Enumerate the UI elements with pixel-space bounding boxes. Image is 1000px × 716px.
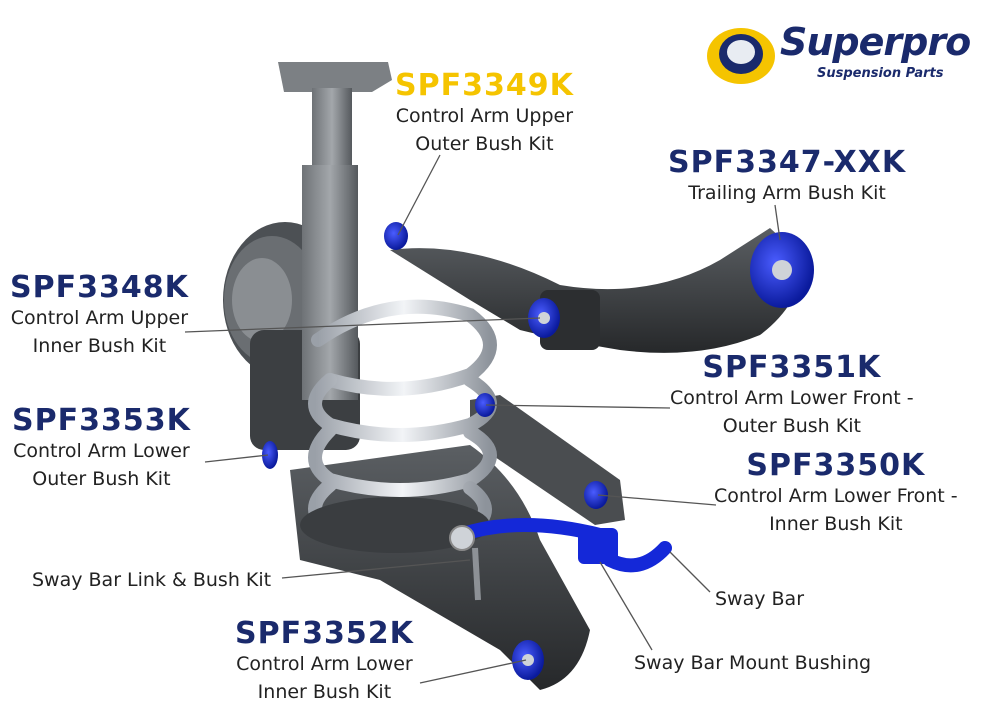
spring-seat bbox=[300, 497, 490, 553]
label-spf3349k: SPF3349K Control Arm Upper Outer Bush Ki… bbox=[395, 70, 574, 158]
part-desc-line1: Control Arm Upper bbox=[395, 105, 574, 127]
piston-emblem-icon bbox=[707, 28, 775, 84]
part-desc-line2: Inner Bush Kit bbox=[257, 681, 392, 703]
label-spf3352k: SPF3352K Control Arm Lower Inner Bush Ki… bbox=[235, 618, 414, 706]
label-spf3350k: SPF3350K Control Arm Lower Front - Inner… bbox=[714, 450, 958, 538]
part-desc-line2: Inner Bush Kit bbox=[32, 335, 167, 357]
part-desc-line2: Inner Bush Kit bbox=[769, 513, 903, 535]
part-code: SPF3353K bbox=[12, 403, 191, 438]
label-spf3347: SPF3347-XXK Trailing Arm Bush Kit bbox=[668, 147, 906, 207]
part-desc-line1: Control Arm Upper bbox=[10, 307, 189, 329]
sway-link-top bbox=[449, 525, 475, 551]
part-code: SPF3349K bbox=[395, 68, 574, 103]
part-desc-line2: Outer Bush Kit bbox=[722, 415, 861, 437]
sway-link-rod bbox=[472, 547, 481, 601]
leader-lines bbox=[184, 154, 781, 684]
label-sway-bar-mount-bushing: Sway Bar Mount Bushing bbox=[634, 652, 872, 674]
label-spf3351k: SPF3351K Control Arm Lower Front - Outer… bbox=[670, 352, 914, 440]
label-spf3353k: SPF3353K Control Arm Lower Outer Bush Ki… bbox=[12, 405, 191, 493]
logo-brand: Superpro bbox=[780, 20, 971, 64]
part-code: SPF3348K bbox=[10, 270, 189, 305]
part-desc-line2: Outer Bush Kit bbox=[32, 468, 171, 490]
part-desc-line1: Control Arm Lower bbox=[13, 440, 190, 462]
part-desc-line2: Outer Bush Kit bbox=[415, 133, 554, 155]
part-desc-line1: Control Arm Lower Front - bbox=[714, 485, 958, 507]
label-spf3348k: SPF3348K Control Arm Upper Inner Bush Ki… bbox=[10, 272, 189, 360]
part-desc-line1: Control Arm Lower bbox=[236, 653, 413, 675]
sway-bar-mount bbox=[578, 528, 618, 564]
label-sway-bar: Sway Bar bbox=[715, 588, 805, 610]
logo-tagline: Suspension Parts bbox=[817, 66, 944, 81]
part-code: SPF3352K bbox=[235, 616, 414, 651]
part-code: SPF3350K bbox=[746, 448, 926, 483]
superpro-logo: Superpro Suspension Parts bbox=[705, 18, 975, 88]
label-sway-bar-link: Sway Bar Link & Bush Kit bbox=[32, 569, 272, 591]
upper-trailing-arm bbox=[390, 228, 805, 353]
part-code: SPF3347-XXK bbox=[668, 145, 907, 180]
part-desc-line1: Trailing Arm Bush Kit bbox=[688, 182, 886, 204]
part-desc-line1: Control Arm Lower Front - bbox=[670, 387, 914, 409]
bushings bbox=[262, 222, 814, 680]
part-code: SPF3351K bbox=[702, 350, 882, 385]
